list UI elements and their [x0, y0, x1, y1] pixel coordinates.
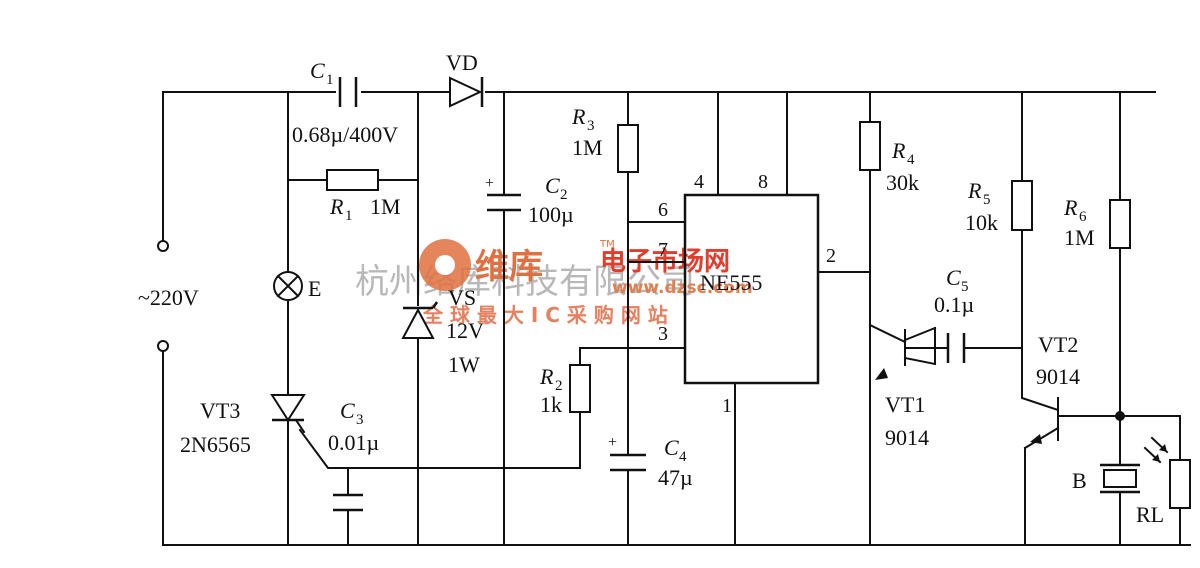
- r6-label: R: [1063, 195, 1078, 220]
- c1-value: 0.68µ/400V: [292, 122, 398, 147]
- vt2-label: VT2: [1038, 332, 1078, 357]
- r5-value: 10k: [965, 210, 998, 235]
- capacitor-c5: [946, 333, 966, 363]
- lamp-e: [273, 271, 303, 301]
- c2-label: C: [545, 173, 560, 198]
- diode-vd: [449, 76, 484, 108]
- resistor-r2: [569, 364, 591, 413]
- vt2-arrow: [1030, 434, 1042, 444]
- pin2-label: 2: [826, 245, 836, 267]
- r2-sub: 2: [555, 378, 563, 394]
- r3-label: R: [571, 104, 586, 129]
- watermark-brand: 维库: [475, 247, 543, 287]
- capacitor-c3: [333, 467, 363, 546]
- pin4-label: 4: [694, 171, 704, 193]
- vs-voltage: 12V: [446, 318, 484, 343]
- pin6-label: 6: [658, 199, 668, 221]
- lamp-label: E: [308, 276, 321, 301]
- buzzer-label: B: [1072, 468, 1087, 493]
- c5-label: C: [946, 265, 961, 290]
- c4-sub: 4: [679, 449, 687, 465]
- resistor-r4: [859, 121, 881, 171]
- c3-sub: 3: [356, 412, 364, 428]
- c4-value: 47µ: [658, 465, 693, 490]
- ic-ne555: [683, 193, 820, 385]
- c3-value: 0.01µ: [328, 430, 379, 455]
- thyristor-vt3: [270, 394, 306, 434]
- vt1-label: VT1: [885, 392, 925, 417]
- watermark-url: www.dzsc.com: [612, 278, 753, 298]
- watermark-logo-hole: [435, 255, 455, 275]
- watermark-company: 杭州络库科技有限公司: [355, 262, 695, 302]
- capacitor-c2: [487, 193, 521, 212]
- r3-value: 1M: [572, 135, 603, 160]
- vs-label: VS: [448, 285, 476, 310]
- pin3-wire: [579, 347, 686, 366]
- r6-value: 1M: [1064, 225, 1095, 250]
- vt1-part: 9014: [885, 425, 929, 450]
- r4-label: R: [891, 138, 906, 163]
- light-arrowheads: [1152, 444, 1167, 462]
- pin1-label: 1: [722, 395, 732, 417]
- r4-sub: 4: [907, 152, 915, 168]
- watermark-tm: TM: [599, 239, 615, 250]
- vt3-label: VT3: [200, 398, 240, 423]
- wires: [162, 91, 1191, 546]
- pin7-label: 7: [658, 239, 668, 261]
- zener-vs: [401, 301, 439, 339]
- watermark-slogan: 全 球 最 大 I C 采 购 网 站: [422, 303, 668, 327]
- c2-sub: 2: [560, 187, 568, 203]
- r5-sub: 5: [983, 192, 991, 208]
- supply-label: ~220V: [138, 285, 199, 310]
- c2-plus: +: [485, 175, 494, 192]
- vd-label: VD: [446, 50, 478, 75]
- capacitor-c4: [610, 453, 646, 472]
- c1-sub: 1: [326, 72, 334, 88]
- c4-label: C: [664, 435, 679, 460]
- r1-sub: 1: [345, 208, 353, 224]
- supply-terminal-top: [157, 240, 169, 252]
- photoresistor-rl: [1169, 459, 1191, 509]
- vt1-base-c5: [868, 323, 1021, 366]
- vt1-arrow: [875, 368, 888, 380]
- vs-watt: 1W: [448, 352, 480, 377]
- r2-to-gate: [298, 411, 581, 469]
- r5-label: R: [967, 178, 982, 203]
- r6-sub: 6: [1079, 209, 1087, 225]
- junction-dot: [1115, 411, 1125, 421]
- rl-wire: [1119, 415, 1181, 546]
- vt2-part: 9014: [1036, 364, 1080, 389]
- pin3-label: 3: [658, 323, 668, 345]
- resistor-r5: [1011, 180, 1033, 231]
- pin8-label: 8: [758, 171, 768, 193]
- resistor-r1: [326, 169, 379, 191]
- capacitor-c1: [338, 77, 358, 107]
- c3-label: C: [340, 398, 355, 423]
- watermark: 杭州络库科技有限公司 维库 TM 电子市场网 www.dzsc.com 全 球 …: [355, 239, 753, 327]
- vt1-body: [903, 326, 937, 366]
- c5-value: 0.1µ: [934, 292, 974, 317]
- r1-value: 1M: [370, 194, 401, 219]
- r4-value: 30k: [886, 170, 919, 195]
- c1-label: C: [310, 58, 325, 83]
- r2-label: R: [539, 364, 554, 389]
- buzzer-b: [1100, 463, 1140, 494]
- r2-value: 1k: [540, 392, 562, 417]
- resistor-r3: [617, 124, 639, 173]
- ic-label: NE555: [700, 270, 762, 295]
- r3-sub: 3: [587, 118, 595, 134]
- c4-plus: +: [608, 434, 617, 451]
- c5-sub: 5: [961, 279, 969, 295]
- rl-label: RL: [1136, 502, 1164, 527]
- r1-label: R: [329, 194, 344, 219]
- vt2-collector: [1021, 347, 1060, 412]
- supply-terminal-bottom: [157, 340, 169, 352]
- resistor-r6: [1109, 199, 1131, 249]
- c2-value: 100µ: [528, 202, 574, 227]
- vt3-part: 2N6565: [180, 432, 251, 457]
